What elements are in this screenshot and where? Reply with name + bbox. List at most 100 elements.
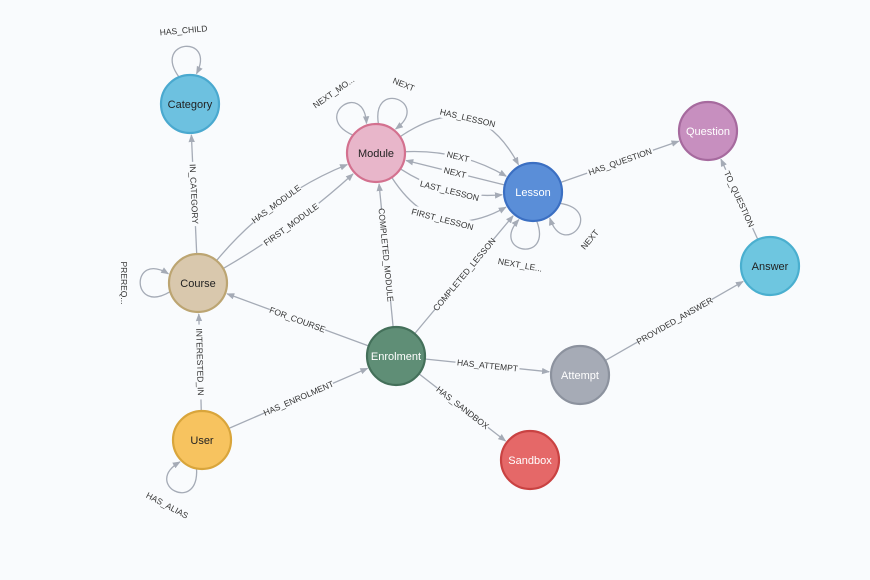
node-label: User [190,435,214,447]
node-label: Question [686,126,730,138]
relationship-label[interactable]: NEXT_LE... [490,253,551,276]
relationship-label[interactable]: LAST_LESSON [416,176,483,205]
label-background [443,147,473,166]
node-circle [739,235,801,297]
relationship-label[interactable]: COMPLETED_MODULE [375,208,397,303]
relationship-label[interactable]: HAS_CHILD [156,21,211,39]
node-course[interactable]: Course [167,252,229,314]
relationship-label[interactable]: PROVIDED_ANSWER [634,294,715,348]
label-background [437,105,498,131]
relationship-edge[interactable] [215,163,348,262]
label-background [118,256,130,310]
node-circle [677,100,739,162]
relationship-type: FOR_COURSE [268,305,327,335]
node-sandbox[interactable]: Sandbox [499,429,561,491]
relationship-label[interactable]: NEXT [440,163,470,182]
relationship-loop[interactable] [549,202,582,236]
label-background [720,167,759,231]
label-background [267,303,328,336]
node-label: Sandbox [508,455,552,467]
node-user[interactable]: User [171,409,233,471]
label-background [388,73,419,96]
relationship-label[interactable]: TO_QUESTION [720,167,759,231]
relationship-label[interactable]: IN_CATEGORY [186,161,202,227]
relationship-label[interactable]: FIRST_LESSON [407,204,478,234]
node-label: Category [168,99,213,111]
relationship-type: HAS_ALIAS [144,490,190,521]
relationship-label[interactable]: FOR_COURSE [267,303,328,336]
label-background [156,21,211,39]
relationship-type: TO_QUESTION [722,169,756,228]
node-label: Enrolment [371,351,421,363]
label-background [375,209,397,301]
relationship-type: COMPLETED_LESSON [431,236,498,313]
node-circle [167,252,229,314]
relationship-type: HAS_CHILD [159,23,207,37]
node-answer[interactable]: Answer [739,235,801,297]
node-label: Attempt [561,370,599,382]
relationship-loop[interactable] [139,267,171,298]
relationship-label[interactable]: HAS_ATTEMPT [454,356,521,375]
label-background [490,253,551,276]
node-circle [549,344,611,406]
relationship-label[interactable]: NEXT_MO... [305,70,362,115]
node-question[interactable]: Question [677,100,739,162]
node-circle [171,409,233,471]
node-circle [499,429,561,491]
relationship-label[interactable]: NEXT [576,225,604,254]
node-label: Lesson [515,187,550,199]
label-background [576,225,604,254]
relationship-label[interactable]: INTERESTED_IN [193,324,207,400]
relationship-label[interactable]: HAS_ENROLMENT [261,377,336,419]
label-background [416,176,483,205]
relationship-label[interactable]: HAS_LESSON [437,105,498,131]
relationship-loop[interactable] [377,97,408,130]
node-label: Answer [752,261,789,273]
relationship-type: HAS_SANDBOX [434,384,491,431]
relationship-type: INTERESTED_IN [194,328,206,395]
relationship-type: NEXT_LE... [497,256,543,274]
relationship-label[interactable]: COMPLETED_LESSON [430,235,498,314]
label-background [634,294,715,348]
label-background [193,324,207,400]
relationship-label[interactable]: HAS_SANDBOX [433,383,492,433]
label-background [430,235,498,314]
label-background [440,163,470,182]
label-background [248,181,304,227]
node-label: Course [180,278,215,290]
relationship-loop[interactable] [510,218,540,250]
label-background [433,383,492,433]
node-category[interactable]: Category [159,73,221,135]
node-circle [502,161,564,223]
node-circle [159,73,221,135]
relationship-loop[interactable] [336,102,370,136]
label-background [585,144,655,179]
relationship-loop[interactable] [166,461,198,494]
relationship-loop[interactable] [171,45,203,78]
label-background [407,204,478,234]
relationship-type: PREREQ... [119,262,129,305]
node-enrolment[interactable]: Enrolment [365,325,427,387]
relationship-type: IN_CATEGORY [188,164,201,225]
relationship-label[interactable]: NEXT [388,73,419,96]
relationship-type: HAS_LESSON [439,107,496,130]
node-circle [365,325,427,387]
node-circle [345,122,407,184]
relationship-label[interactable]: NEXT [443,147,473,166]
node-label: Module [358,148,394,160]
label-background [259,199,323,250]
relationship-label[interactable]: PREREQ... [118,256,130,310]
label-background [261,377,336,419]
relationship-type: COMPLETED_MODULE [376,208,395,303]
node-attempt[interactable]: Attempt [549,344,611,406]
relationship-label[interactable]: HAS_QUESTION [585,144,655,179]
relationship-type: PROVIDED_ANSWER [635,295,715,347]
label-background [186,161,202,227]
label-background [140,487,194,524]
relationship-type: HAS_QUESTION [587,146,653,177]
label-background [305,70,362,115]
node-lesson[interactable]: Lesson [502,161,564,223]
node-module[interactable]: Module [345,122,407,184]
